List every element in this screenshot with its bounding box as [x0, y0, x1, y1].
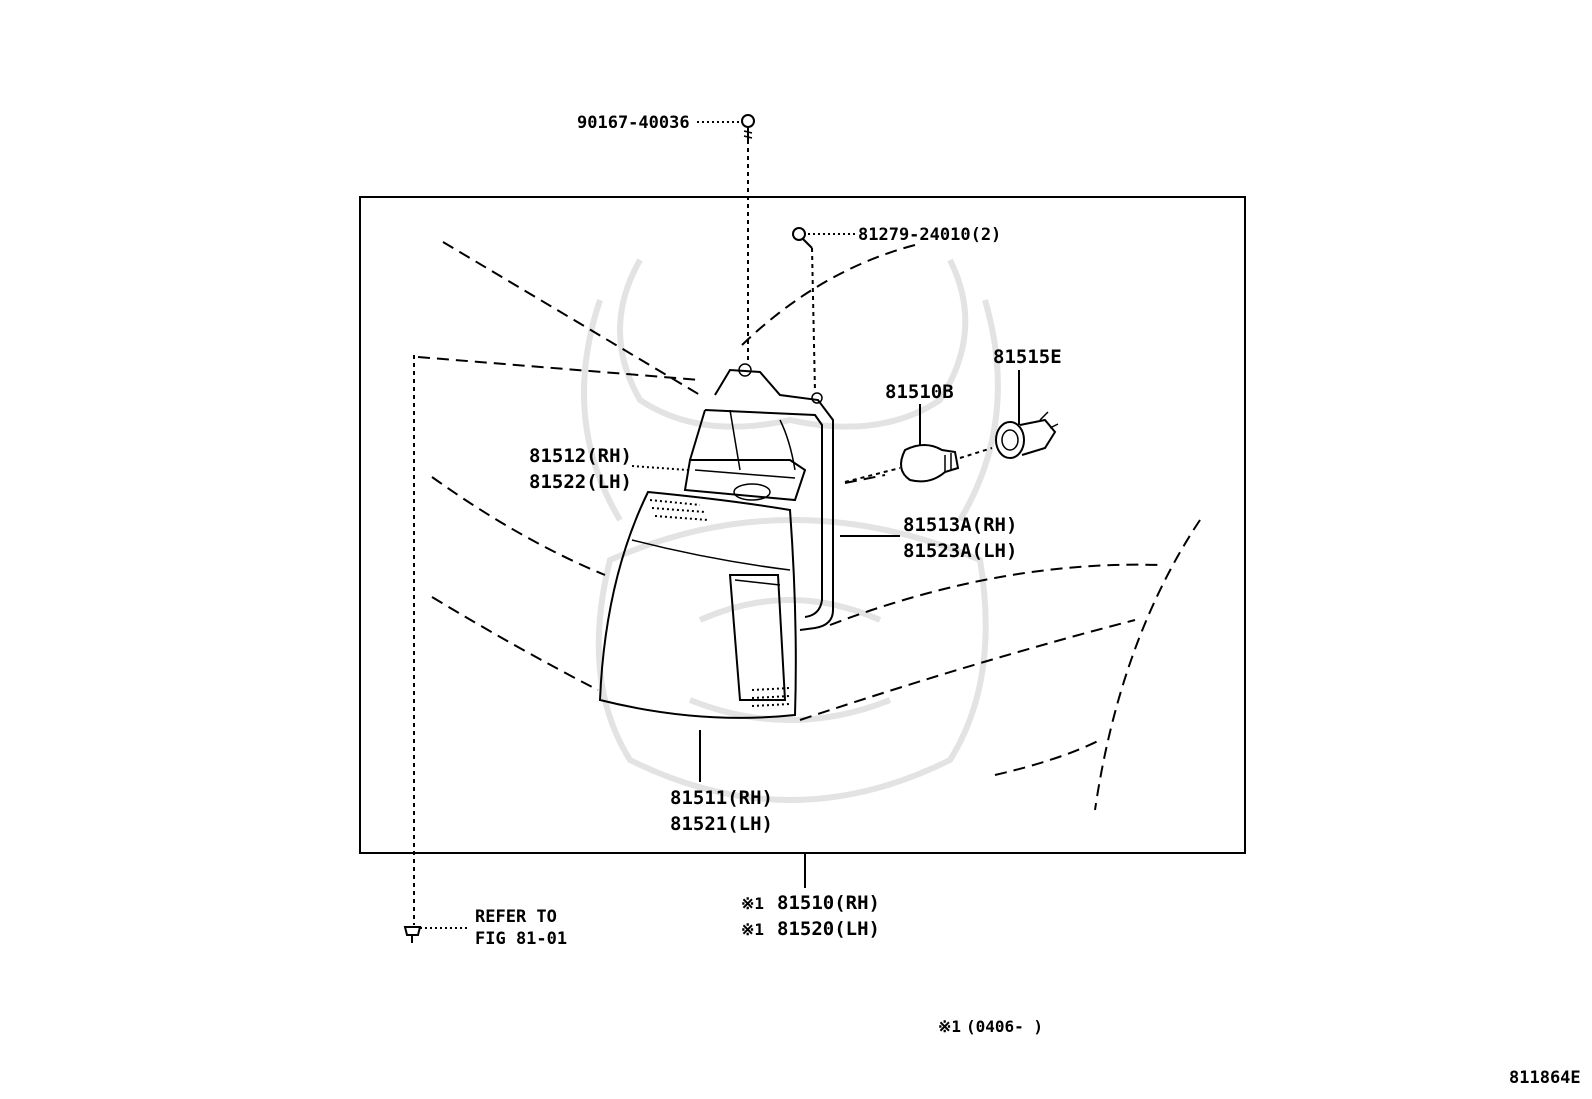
part-number-bulb: 81510B — [885, 381, 954, 403]
assembly-mark-lh: ※1 — [741, 920, 764, 939]
screw-top-icon — [741, 114, 755, 140]
lamp-lens — [598, 490, 797, 719]
part-number-housing-rh: 81513A(RH) — [903, 514, 1017, 536]
bulb-socket-icon — [995, 411, 1059, 459]
part-number-reflector-lh: 81522(LH) — [529, 471, 632, 493]
part-number-housing-lh: 81523A(LH) — [903, 540, 1017, 562]
lamp-housing — [689, 363, 834, 631]
clip-icon — [403, 926, 422, 943]
figure-code: 811864E — [1509, 1068, 1581, 1088]
part-number-reflector-rh: 81512(RH) — [529, 445, 632, 467]
part-number-lens-lh: 81521(LH) — [670, 813, 773, 835]
screw-lens-icon — [792, 227, 813, 249]
bulb-icon — [900, 444, 960, 483]
part-number-screw-lens: 81279-24010(2) — [858, 225, 1001, 245]
part-number-assembly-lh: 81520(LH) — [777, 918, 880, 940]
assembly-mark-rh: ※1 — [741, 894, 764, 913]
refer-to-label: REFER TO — [475, 907, 557, 927]
part-number-screw-top: 90167-40036 — [577, 113, 690, 133]
part-number-assembly-rh: 81510(RH) — [777, 892, 880, 914]
footnote-text: (0406- ) — [966, 1017, 1043, 1036]
part-labels: 90167-40036 81279-24010(2) 81515E 81510B… — [475, 113, 1581, 1088]
part-number-lens-rh: 81511(RH) — [670, 787, 773, 809]
reflector — [683, 459, 807, 502]
vehicle-body-outline — [417, 241, 1201, 811]
refer-fig-label: FIG 81-01 — [475, 929, 567, 949]
leader-lines — [413, 121, 1020, 929]
assembly-frame — [359, 196, 1246, 854]
part-number-bulb-socket: 81515E — [993, 346, 1062, 368]
footnote-mark: ※1 — [938, 1017, 961, 1036]
